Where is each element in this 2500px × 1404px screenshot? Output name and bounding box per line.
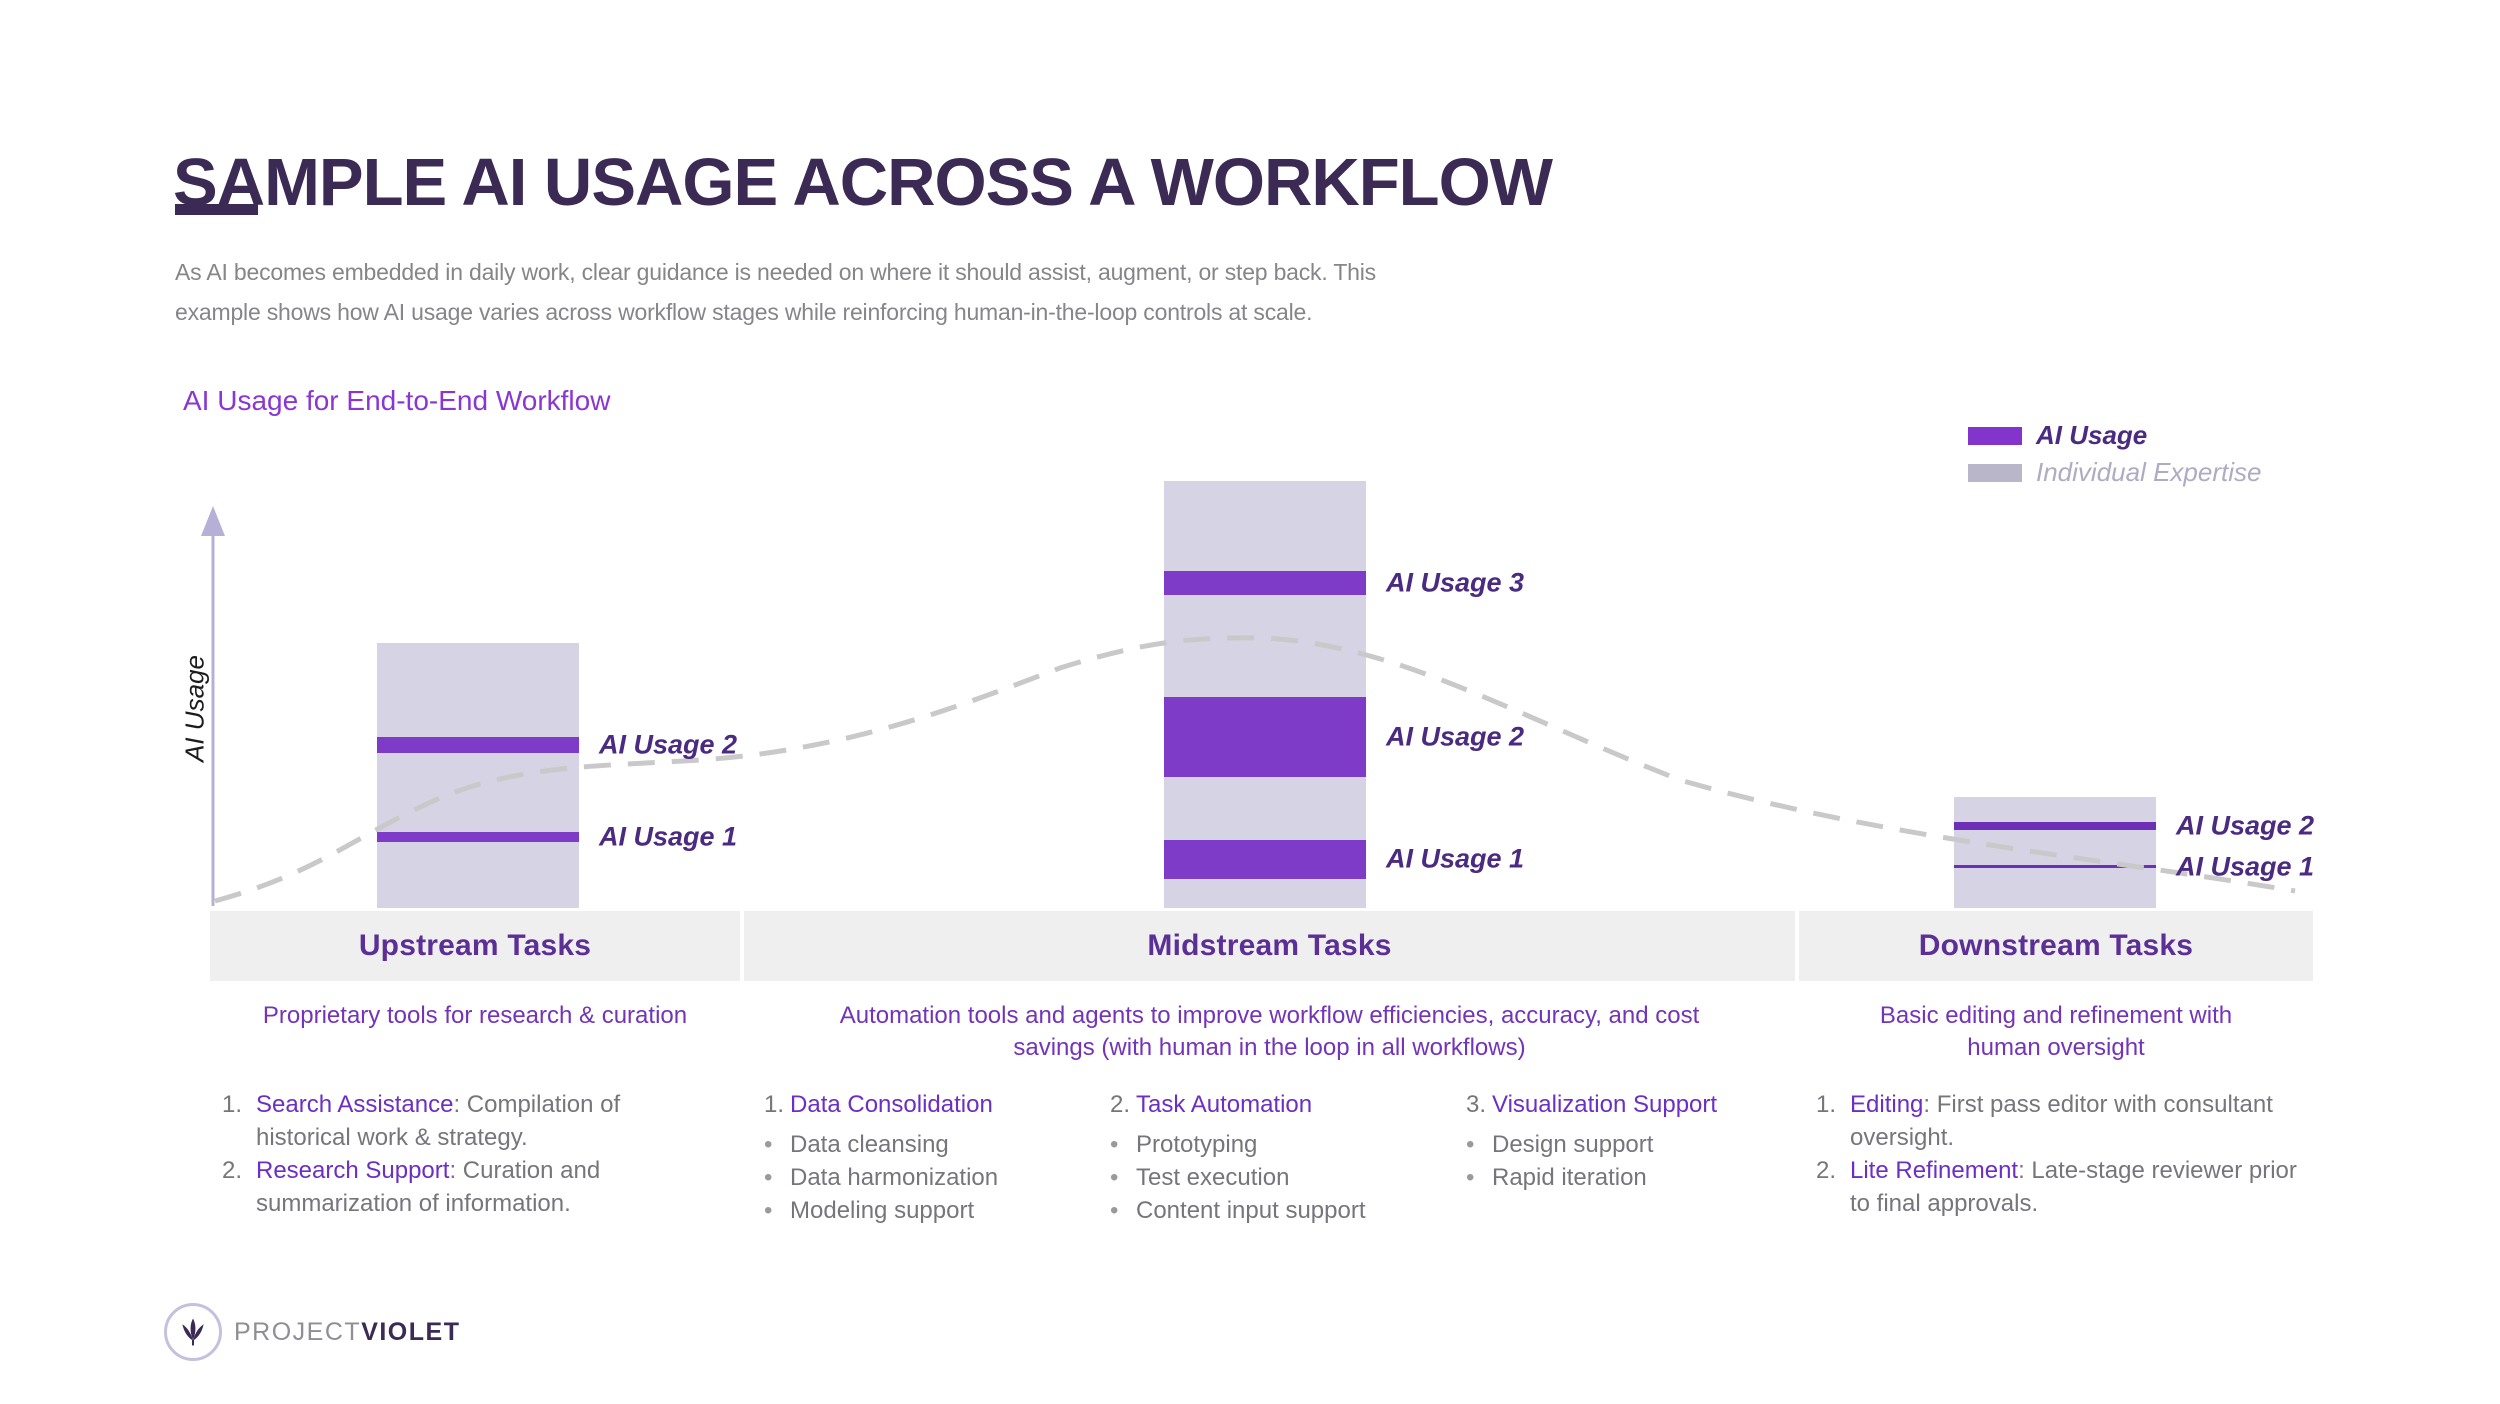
ai-usage-band-label: AI Usage 1 bbox=[2176, 851, 2315, 882]
ai-usage-band bbox=[1164, 840, 1366, 879]
stage-title-midstream: Midstream Tasks bbox=[1147, 929, 1392, 962]
legend-item-ai-usage: AI Usage bbox=[1968, 420, 2261, 450]
ai-usage-band-label: AI Usage 1 bbox=[599, 821, 738, 852]
stage-section-downstream: Downstream Tasks bbox=[1799, 911, 2313, 981]
legend-swatch-individual-expertise bbox=[1968, 463, 2022, 482]
bullet-dot-icon: • bbox=[1110, 1164, 1119, 1191]
stage-title-downstream: Downstream Tasks bbox=[1918, 929, 2194, 962]
list-item: 1. Search Assistance: Compilation of his… bbox=[222, 1088, 682, 1154]
list-item-number: 2. bbox=[1816, 1157, 1837, 1184]
column-header: 3.Visualization Support bbox=[1466, 1091, 1718, 1118]
bullet-item: •Design support bbox=[1466, 1128, 1806, 1161]
bullet-dot-icon: • bbox=[1466, 1164, 1475, 1191]
ai-usage-band-label: AI Usage 1 bbox=[1386, 843, 1525, 874]
stage-band: Upstream Tasks Midstream Tasks Downstrea… bbox=[210, 911, 2313, 981]
stage-description-downstream: Basic editing and refinement with human … bbox=[1879, 1002, 2233, 1061]
legend-swatch-ai-usage bbox=[1968, 426, 2022, 445]
list-item-term: Search Assistance bbox=[256, 1091, 454, 1118]
column-header: 2.Task Automation bbox=[1110, 1091, 1313, 1118]
list-item-detail: : Compilation of historical work & strat… bbox=[256, 1091, 621, 1151]
ai-usage-band bbox=[377, 737, 579, 753]
stage-description-midstream: Automation tools and agents to improve w… bbox=[839, 1002, 1700, 1061]
bullet-item: •Test execution bbox=[1110, 1161, 1440, 1194]
stage-title-upstream: Upstream Tasks bbox=[358, 929, 592, 962]
upstream-task-list: 1. Search Assistance: Compilation of his… bbox=[222, 1088, 682, 1220]
ai-usage-band bbox=[1164, 697, 1366, 777]
ai-usage-band bbox=[1954, 822, 2156, 830]
bullet-dot-icon: • bbox=[1466, 1131, 1475, 1158]
ai-usage-band bbox=[1954, 865, 2156, 868]
ai-usage-band bbox=[1164, 571, 1366, 595]
subtitle-line: As AI becomes embedded in daily work, cl… bbox=[175, 259, 1376, 285]
title-underline bbox=[175, 204, 258, 215]
stage-section-upstream: Upstream Tasks bbox=[210, 911, 740, 981]
brand-logo: PROJECTVIOLET bbox=[164, 1303, 460, 1361]
list-item-detail: : First pass editor with consultant over… bbox=[1850, 1091, 2273, 1151]
ai-usage-band-label: AI Usage 3 bbox=[1386, 567, 1525, 598]
legend-label-ai-usage: AI Usage bbox=[2036, 420, 2148, 450]
lotus-flower-icon bbox=[182, 1318, 204, 1346]
list-item-term: Lite Refinement bbox=[1850, 1157, 2019, 1184]
list-item-number: 2. bbox=[222, 1157, 243, 1184]
bullet-item: •Data harmonization bbox=[764, 1161, 1094, 1194]
midstream-column-data-consolidation: 1.Data Consolidation •Data cleansing •Da… bbox=[764, 1088, 1094, 1227]
logo-circle bbox=[164, 1303, 222, 1361]
list-item-detail: : Curation and summarization of informat… bbox=[256, 1157, 601, 1217]
page-subtitle: As AI becomes embedded in daily work, cl… bbox=[175, 252, 1376, 332]
legend-label-individual-expertise: Individual Expertise bbox=[2036, 457, 2262, 487]
bullet-item: •Data cleansing bbox=[764, 1128, 1094, 1161]
bullet-dot-icon: • bbox=[1110, 1197, 1119, 1224]
midstream-column-visualization-support: 3.Visualization Support •Design support … bbox=[1466, 1088, 1806, 1194]
stage-section-midstream: Midstream Tasks bbox=[744, 911, 1795, 981]
list-item-number: 1. bbox=[222, 1091, 243, 1118]
brand-project: PROJECT bbox=[234, 1317, 362, 1346]
list-item-number: 1. bbox=[1816, 1091, 1837, 1118]
bullet-item: •Rapid iteration bbox=[1466, 1161, 1806, 1194]
bullet-item: •Modeling support bbox=[764, 1194, 1094, 1227]
list-item: 1. Editing: First pass editor with consu… bbox=[1816, 1088, 2321, 1154]
list-item-detail: : Late-stage reviewer prior to final app… bbox=[1850, 1157, 2297, 1217]
ai-usage-band-label: AI Usage 2 bbox=[1386, 721, 1525, 752]
chart-legend: AI Usage Individual Expertise bbox=[1968, 420, 2261, 498]
bullet-dot-icon: • bbox=[764, 1164, 773, 1191]
column-header: 1.Data Consolidation bbox=[764, 1091, 993, 1118]
expertise-bar bbox=[1164, 481, 1366, 908]
trend-curve bbox=[214, 635, 2296, 904]
midstream-column-task-automation: 2.Task Automation •Prototyping •Test exe… bbox=[1110, 1088, 1440, 1227]
bullet-item: •Content input support bbox=[1110, 1194, 1440, 1227]
bullet-dot-icon: • bbox=[764, 1197, 773, 1224]
subtitle-line: example shows how AI usage varies across… bbox=[175, 299, 1313, 325]
brand-wordmark: PROJECTVIOLET bbox=[234, 1318, 460, 1347]
list-item: 2. Research Support: Curation and summar… bbox=[222, 1154, 682, 1220]
list-item-term: Research Support bbox=[256, 1157, 450, 1184]
bullet-dot-icon: • bbox=[764, 1131, 773, 1158]
ai-usage-band-label: AI Usage 2 bbox=[599, 729, 738, 760]
downstream-task-list: 1. Editing: First pass editor with consu… bbox=[1816, 1088, 2321, 1220]
stage-description-upstream: Proprietary tools for research & curatio… bbox=[262, 1002, 688, 1029]
page-title: SAMPLE AI USAGE ACROSS A WORKFLOW bbox=[173, 144, 1553, 220]
ai-usage-band-label: AI Usage 2 bbox=[2176, 810, 2315, 841]
y-axis-arrow-icon bbox=[201, 506, 225, 536]
bullet-item: •Prototyping bbox=[1110, 1128, 1440, 1161]
list-item-term: Editing bbox=[1850, 1091, 1924, 1118]
list-item: 2. Lite Refinement: Late-stage reviewer … bbox=[1816, 1154, 2321, 1220]
ai-usage-band bbox=[377, 832, 579, 842]
legend-item-individual-expertise: Individual Expertise bbox=[1968, 457, 2261, 487]
expertise-bar bbox=[377, 643, 579, 908]
chart-title: AI Usage for End-to-End Workflow bbox=[183, 385, 611, 416]
bullet-dot-icon: • bbox=[1110, 1131, 1119, 1158]
brand-violet: VIOLET bbox=[361, 1317, 461, 1346]
